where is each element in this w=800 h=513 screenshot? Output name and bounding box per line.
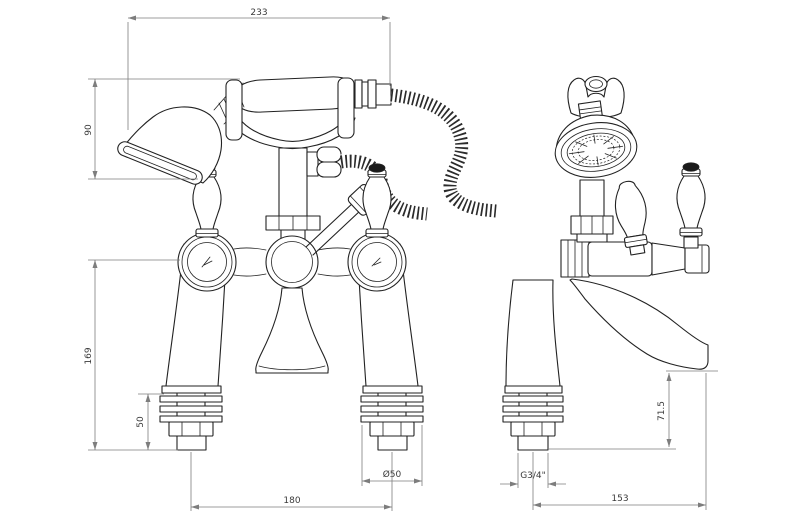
dim-label-233: 233 [250,8,267,18]
front-left-inlet-shank [159,385,223,451]
handset-head [121,106,223,184]
diverter-hub [265,235,319,289]
front-right-inlet-shank [360,385,424,451]
handset-cradle [229,115,356,150]
dim-label-715: 71.5 [657,401,667,421]
handset-face-plate [117,141,203,185]
shower-hose-upper [390,87,497,219]
hex-backnut [369,421,415,437]
side-view [502,75,710,451]
handshower [117,76,392,185]
dim-label-90: 90 [84,124,94,136]
dim-side-projection: 153 [532,373,707,510]
hex-backnut [510,421,556,437]
body-arms [233,247,351,277]
side-valve-handle [676,162,706,237]
bell-spout [255,287,329,374]
side-riser-column [570,179,614,243]
dim-handset-height: 90 [84,78,240,180]
hot-indicator-icon [201,256,213,268]
dimension-annotations: 233 90 169 50 Ø50 [84,8,718,511]
side-leg [505,279,561,387]
valve-stem [683,236,699,249]
right-valve-body [347,232,407,292]
tailpiece [176,435,207,451]
cold-indicator-icon [371,257,382,267]
cradle-arm-left [225,79,243,141]
side-handshower-head [554,100,638,178]
cradle-arm-right [337,77,355,139]
spray-face-pattern [568,134,624,166]
dim-tap-hole-centres: 180 [190,452,393,511]
dim-label-180: 180 [283,496,300,506]
side-inlet-shank [502,385,564,451]
left-valve-body [177,232,237,292]
hose-elbow [306,146,342,178]
dim-label-50: 50 [136,416,146,428]
side-diverter-lever [614,180,648,256]
tailpiece [377,435,408,451]
dim-spout-to-base-height: 71.5 [548,370,718,450]
dim-overall-width: 233 [127,8,391,130]
dim-label-153: 153 [611,494,628,504]
tailpiece [517,435,549,451]
hex-backnut [168,421,214,437]
dim-thread-length: 50 [136,393,164,450]
dim-label-169: 169 [84,347,94,364]
hose-nut [354,79,363,109]
spout [569,278,709,370]
front-view [117,76,497,451]
dim-valve-to-base-height: 169 [84,259,180,451]
